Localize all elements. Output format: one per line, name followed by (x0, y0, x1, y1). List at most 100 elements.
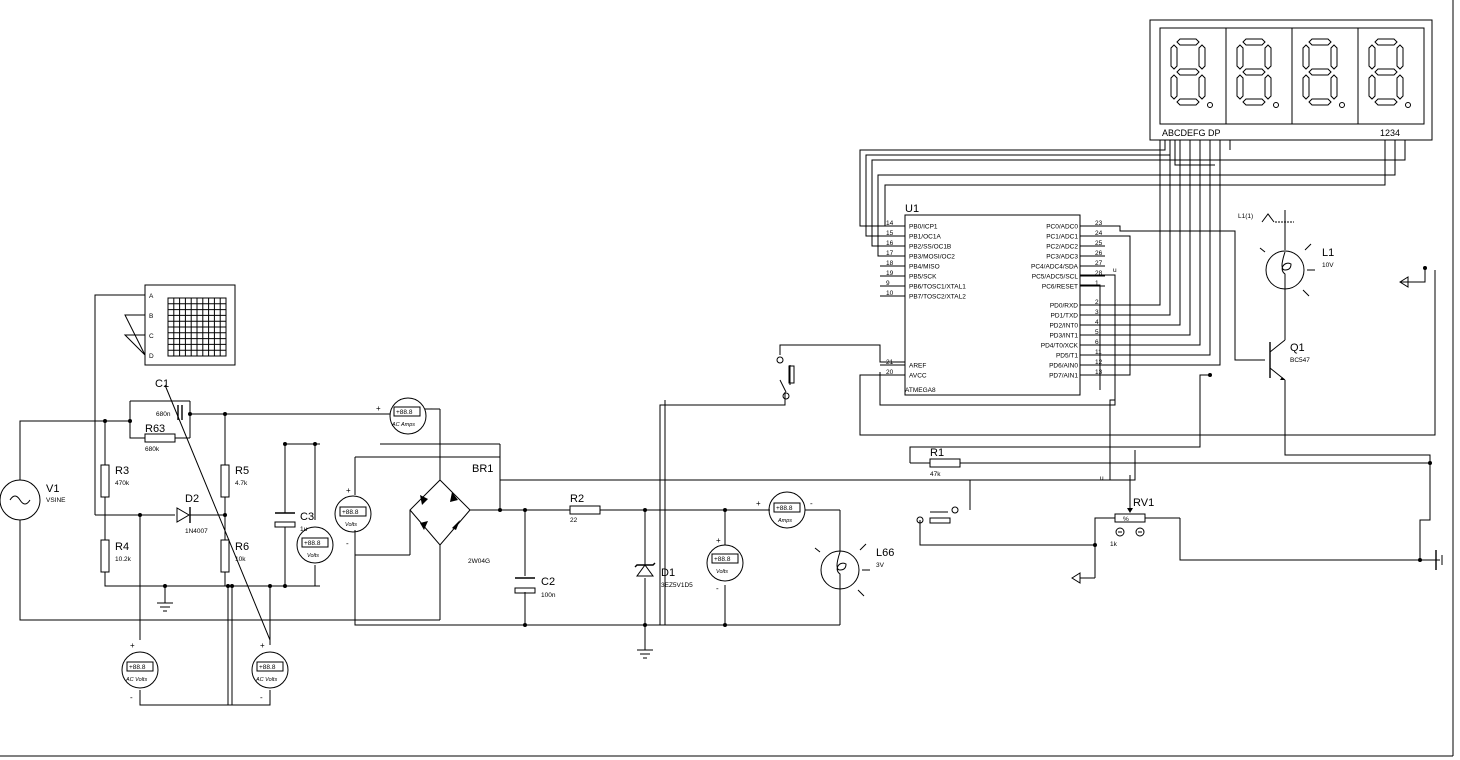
ac-ammeter: +88.8 AC Amps +- (376, 397, 433, 435)
r63-value: 680k (145, 446, 160, 453)
u1-pin-number: 15 (886, 230, 894, 237)
wire-label-u1: u (1113, 267, 1117, 274)
u1-pin-name: PB2/SS/OC1B (909, 244, 951, 251)
br1-bridge-rectifier: BR1 2W04G (409, 463, 493, 565)
u1-pin-name: PB4/MISO (909, 264, 940, 271)
svg-text:-: - (346, 539, 349, 548)
u1-pin-name: AVCC (909, 373, 927, 380)
c1-capacitor: C1 680n (155, 378, 183, 420)
ground-symbol-mid (637, 649, 653, 659)
svg-text:+: + (376, 404, 381, 413)
r1-value: 47k (930, 471, 941, 478)
v1-value: VSINE (46, 497, 66, 504)
r63-ref: R63 (145, 423, 165, 435)
u1-pin-number: 27 (1095, 260, 1103, 267)
reset-button (916, 506, 959, 524)
u1-pin-number: 19 (886, 270, 894, 277)
l66-lamp: L66 3V (814, 543, 894, 597)
u1-pin-name: PD4/T0/XCK (1041, 343, 1079, 350)
digits-label: 1234 (1380, 128, 1400, 138)
r2-ref: R2 (570, 493, 584, 505)
d2-ref: D2 (185, 493, 199, 505)
svg-text:-: - (810, 499, 813, 508)
u1-pin-name: PD0/RXD (1050, 303, 1078, 310)
l1-ref: L1 (1322, 247, 1334, 259)
u1-pin-name: AREF (909, 363, 926, 370)
l1-lamp: L1 10V L1(1) (1238, 213, 1334, 297)
rv1-potentiometer: RV1 % 1k (1110, 497, 1154, 548)
voltmeter-bridge-reading: +88.8 (342, 509, 359, 516)
rv1-ref: RV1 (1133, 497, 1154, 509)
r4-value: 10.2k (115, 556, 132, 563)
svg-text:+: + (346, 486, 351, 495)
r3-ref: R3 (115, 465, 129, 477)
junction-dots (103, 266, 1432, 627)
ammeter-dc-reading: +88.8 (776, 505, 793, 512)
push-switch-aref (776, 356, 795, 400)
u1-pin-name: PC6/RESET (1042, 284, 1078, 291)
u1-pin-name: PB0/ICP1 (909, 224, 938, 231)
ac-voltmeter-1-unit: AC Volts (125, 677, 147, 683)
ac-voltmeter-2: +88.8 AC Volts +- (251, 641, 289, 702)
u1-value: ATMEGA8 (905, 387, 936, 394)
u1-pin-name: PB5/SCK (909, 274, 937, 281)
q1-transistor: Q1 BC547 (1269, 339, 1310, 381)
ammeter-dc: +88.8 Amps +- (756, 491, 813, 529)
u1-pin-name: PB3/MOSI/OC2 (909, 254, 955, 261)
u1-pin-number: 16 (886, 240, 894, 247)
u1-ref: U1 (905, 203, 919, 215)
segments-label: ABCDEFG DP (1162, 128, 1221, 138)
u1-pin-name: PC0/ADC0 (1046, 224, 1078, 231)
u1-pin-number: 3 (1095, 309, 1099, 316)
u1-pin-number: 12 (1095, 359, 1103, 366)
ammeter-dc-unit: Amps (777, 518, 792, 524)
u1-pin-name: PC5/ADC5/SCL (1032, 274, 1079, 281)
svg-text:-: - (716, 584, 719, 593)
c2-capacitor: C2 100n (514, 576, 556, 599)
d1-value: 3EZ5V1D5 (661, 582, 693, 589)
d2-diode: D2 1N4007 (176, 493, 208, 535)
d1-zener-diode: D1 3EZ5V1D5 (634, 562, 693, 589)
r6-value: 10k (235, 556, 246, 563)
u1-pin-number: 5 (1095, 329, 1099, 336)
voltmeter-d1-reading: +88.8 (714, 556, 731, 563)
ac-ammeter-unit: AC Amps (391, 422, 415, 428)
scope-channel-c: C (149, 333, 154, 340)
u1-pin-name: PB7/TOSC2/XTAL2 (909, 294, 966, 301)
voltmeter-c3-unit: Volts (307, 553, 319, 559)
u1-pin-number: 11 (1095, 349, 1102, 356)
left-section-wires (19, 294, 1136, 706)
u1-pin-number: 26 (1095, 250, 1103, 257)
digit-2 (1236, 38, 1279, 108)
r6-resistor: R6 10k (220, 539, 249, 573)
seven-segment-display: ABCDEFG DP 1234 (1149, 19, 1433, 141)
u1-pin-number: 21 (886, 359, 894, 366)
v1-ref: V1 (46, 483, 59, 495)
u1-pin-name: PC4/ADC4/SDA (1031, 264, 1079, 271)
r5-resistor: R5 4.7k (220, 464, 249, 498)
u1-pin-number: 1 (1095, 280, 1099, 287)
r3-resistor: R3 470k (100, 464, 130, 498)
oscilloscope-grid (168, 298, 226, 356)
l1-value: 10V (1322, 262, 1334, 269)
c3-ref: C3 (300, 511, 314, 523)
right-section-wires (859, 140, 1440, 579)
wire-label-u2: u (1100, 475, 1104, 482)
l66-ref: L66 (876, 547, 894, 559)
